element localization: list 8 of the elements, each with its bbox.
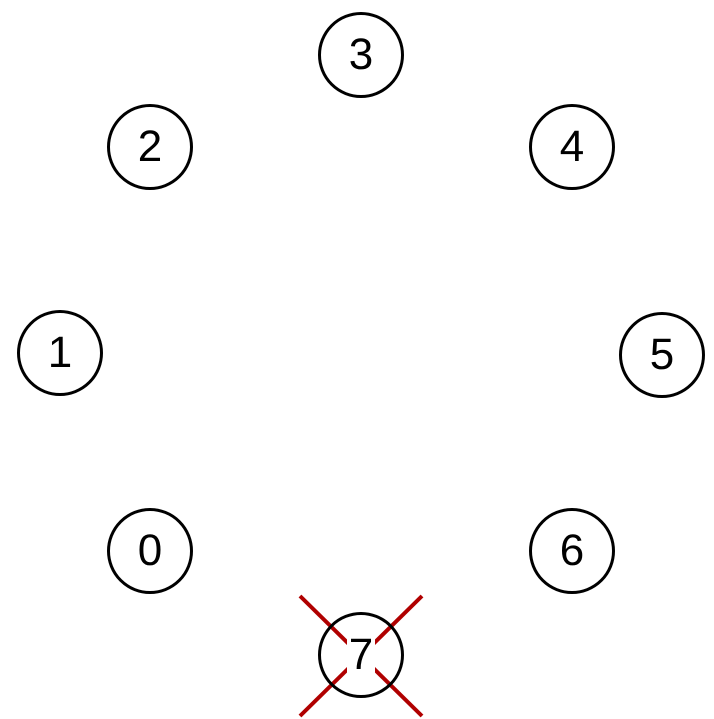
node-circle <box>529 104 615 190</box>
node-circle <box>107 104 193 190</box>
node-circle <box>529 508 615 594</box>
node-circle <box>619 312 705 398</box>
node-circle <box>107 508 193 594</box>
node-circle <box>318 12 404 98</box>
node-circle <box>17 310 103 396</box>
node-circle <box>318 612 404 698</box>
